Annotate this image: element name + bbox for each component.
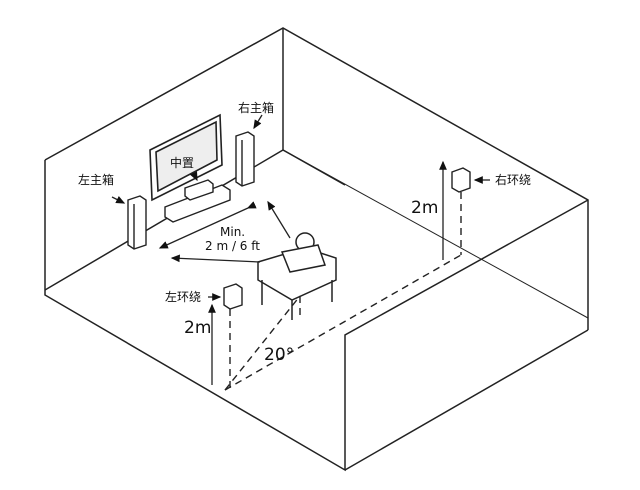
label-height-left: 2m: [184, 318, 211, 338]
label-min-distance: 2 m / 6 ft: [205, 239, 260, 253]
left-surround-speaker: [223, 283, 243, 310]
label-angle: 20°: [264, 345, 294, 365]
label-height-right: 2m: [411, 198, 438, 218]
center-speaker: [184, 179, 214, 201]
label-right-surround: 右环绕: [495, 172, 531, 187]
guide-lines: [224, 192, 462, 391]
label-right-main: 右主箱: [238, 100, 274, 115]
label-min: Min.: [220, 225, 245, 239]
listener-chair: [257, 232, 337, 320]
right-surround-speaker: [451, 167, 471, 193]
label-left-surround: 左环绕: [165, 289, 201, 304]
left-main-speaker: [127, 195, 147, 250]
tv: [149, 113, 223, 202]
label-left-main: 左主箱: [78, 172, 114, 187]
room-outline: [44, 27, 589, 472]
distance-arrows: [158, 160, 447, 385]
callout-arrows: [111, 114, 490, 301]
right-main-speaker: [235, 131, 255, 187]
label-center: 中置: [170, 155, 194, 170]
